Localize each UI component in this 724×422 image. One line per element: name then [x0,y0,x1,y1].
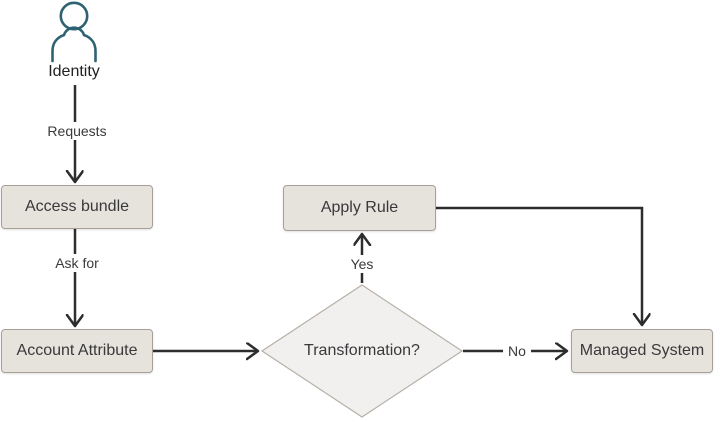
account-attribute-node: Account Attribute [1,329,153,373]
apply-rule-node: Apply Rule [283,185,436,231]
edge-label-requests: Requests [42,122,112,140]
transformation-diamond [260,284,464,418]
transformation-label: Transformation? [304,342,420,359]
managed-system-label: Managed System [579,342,705,359]
edge-label-ask-for: Ask for [50,254,104,272]
edge-label-no: No [503,342,531,360]
identity-node-label: Identity [48,63,100,80]
apply-rule-label: Apply Rule [320,199,399,216]
access-bundle-label: Access bundle [24,198,130,215]
access-bundle-node: Access bundle [1,185,153,229]
managed-system-node: Managed System [571,329,713,373]
account-attribute-label: Account Attribute [16,342,138,359]
edge-apply-rule-to-managed-system [436,206,642,325]
person-icon [51,1,97,63]
edge-label-yes: Yes [345,255,379,273]
